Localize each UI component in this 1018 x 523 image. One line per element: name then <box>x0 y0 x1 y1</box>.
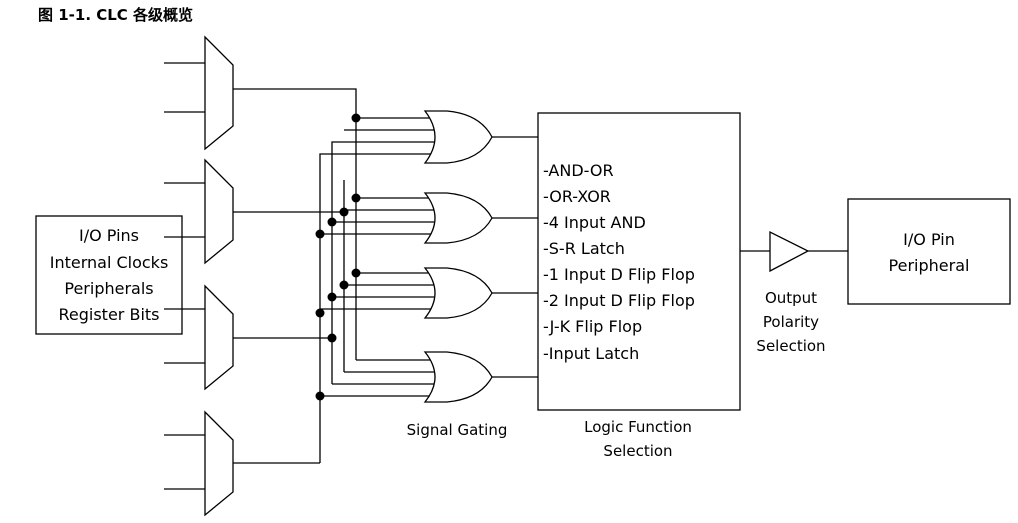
or-gate-3 <box>423 267 493 319</box>
logic-function-item: -2 Input D Flip Flop <box>543 291 695 310</box>
sources-line-2: Internal Clocks <box>50 253 169 272</box>
logic-function-item: -J-K Flip Flop <box>543 317 642 336</box>
logic-function-item: -4 Input AND <box>543 213 646 232</box>
sources-line-4: Register Bits <box>59 305 160 324</box>
logic-function-selection-label-1: Logic Function <box>584 418 692 436</box>
output-polarity-label-2: Polarity <box>763 313 819 331</box>
or-gate-2 <box>423 192 493 244</box>
sources-line-3: Peripherals <box>64 279 153 298</box>
input-sources-box <box>35 215 183 335</box>
logic-function-item: -1 Input D Flip Flop <box>543 265 695 284</box>
output-polarity-buffer <box>769 230 810 273</box>
output-polarity-label-1: Output <box>765 289 817 307</box>
input-mux-3 <box>164 284 234 391</box>
input-mux-1 <box>164 35 234 151</box>
input-mux-4 <box>164 410 234 517</box>
output-line-1: I/O Pin <box>903 230 955 249</box>
output-box <box>847 198 1011 305</box>
or-gate-1 <box>423 110 493 164</box>
or-gate-4 <box>423 351 493 403</box>
signal-gating-label: Signal Gating <box>407 421 508 439</box>
logic-function-item: -AND-OR <box>543 161 614 180</box>
logic-function-item: -OR-XOR <box>543 187 611 206</box>
logic-function-box <box>537 112 741 411</box>
sources-line-1: I/O Pins <box>79 226 139 245</box>
output-polarity-label-3: Selection <box>756 337 825 355</box>
logic-function-selection-label-2: Selection <box>603 442 672 460</box>
logic-function-item: -Input Latch <box>543 344 639 363</box>
signal-gating-wiring <box>233 88 434 464</box>
logic-function-item: -S-R Latch <box>543 239 625 258</box>
input-mux-2 <box>164 158 234 265</box>
output-line-2: Peripheral <box>889 256 970 275</box>
figure-title: 图 1-1. CLC 各级概览 <box>38 6 194 24</box>
